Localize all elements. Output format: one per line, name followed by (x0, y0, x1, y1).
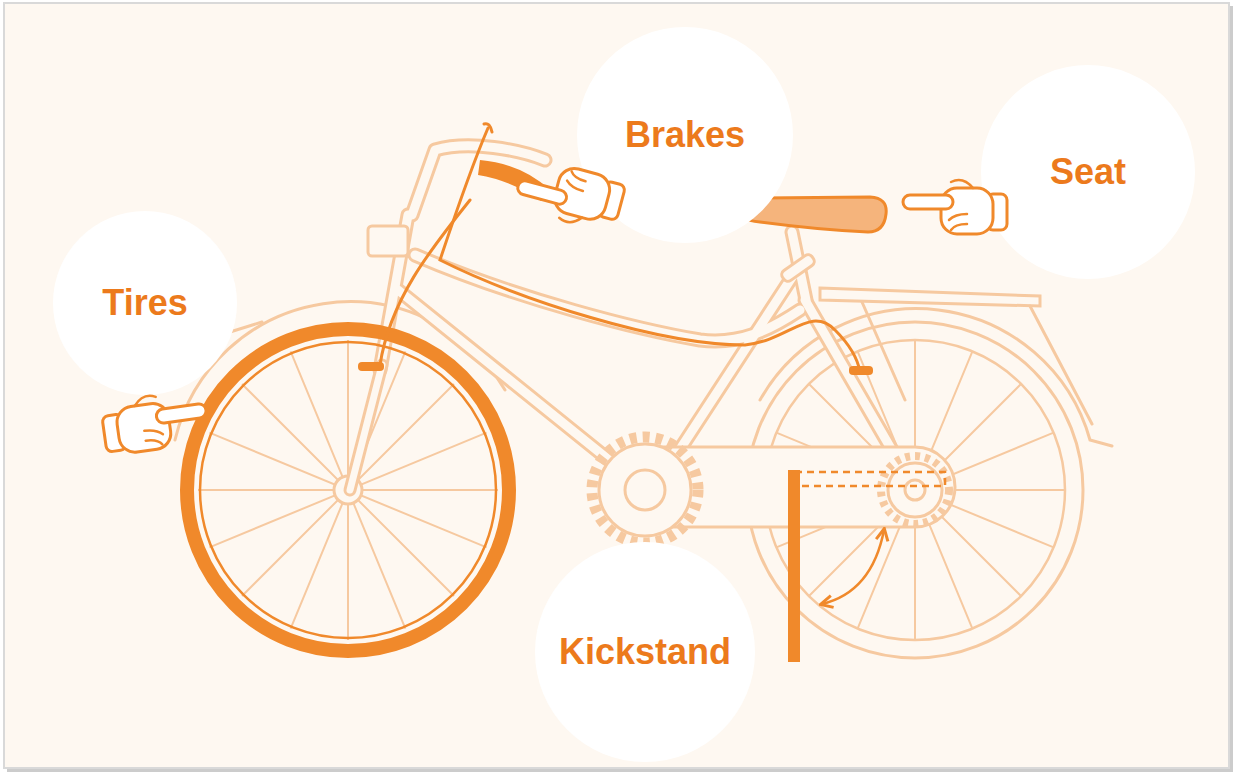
chainring-hub (625, 470, 665, 510)
front-spokes (198, 340, 498, 640)
fork (350, 365, 382, 490)
rack-struts (862, 302, 1092, 424)
kickstand-folded (795, 472, 945, 486)
hand-brakes (512, 155, 626, 234)
circle-content: Kickstand (535, 542, 755, 762)
label-circle: Brakes (577, 27, 793, 243)
front-brake-pad (358, 362, 384, 371)
top-tube (415, 255, 800, 341)
hand-tires (100, 388, 211, 456)
part-label: Brakes (625, 114, 745, 155)
front-brake-cable (380, 200, 470, 365)
front-wheel (187, 329, 509, 651)
fork-fill (350, 365, 382, 490)
fenders-and-rack (175, 288, 1112, 446)
sprocket-teeth (881, 456, 949, 524)
hand-seat (903, 180, 1007, 234)
panel-ground (4, 3, 1229, 768)
circle-shape (981, 65, 1195, 279)
brake-lever (478, 160, 550, 201)
rear-fender (760, 309, 1112, 446)
part-label: Kickstand (559, 631, 731, 672)
chainring-teeth (592, 437, 698, 543)
rear-hub (905, 480, 925, 500)
circle-shape (53, 211, 237, 395)
top-tube-fill (415, 255, 800, 341)
circle-shape (535, 542, 755, 762)
fender-tip (230, 322, 262, 332)
label-circle: Tires (53, 211, 237, 395)
front-rim (200, 342, 496, 638)
front-tire (187, 329, 509, 651)
rear-rack (820, 288, 1040, 306)
part-label: Tires (102, 282, 187, 323)
seat-clamp (780, 253, 816, 283)
kickstand-drawing (788, 470, 945, 662)
label-circle: Seat (981, 65, 1195, 279)
front-light (368, 226, 408, 256)
circle-content: Brakes (577, 27, 793, 243)
cable-loop (484, 124, 492, 132)
circle-content: Seat (981, 65, 1195, 279)
label-circle: Kickstand (535, 542, 755, 762)
circle-content: Tires (53, 211, 237, 395)
kickstand-leg (788, 470, 800, 662)
circle-shape (577, 27, 793, 243)
rear-brake-pad (849, 366, 873, 375)
chainring (599, 444, 691, 536)
fork-outline (350, 365, 382, 490)
part-label: Seat (1050, 151, 1126, 192)
drivetrain (592, 437, 955, 543)
swing-arrow (822, 530, 884, 604)
